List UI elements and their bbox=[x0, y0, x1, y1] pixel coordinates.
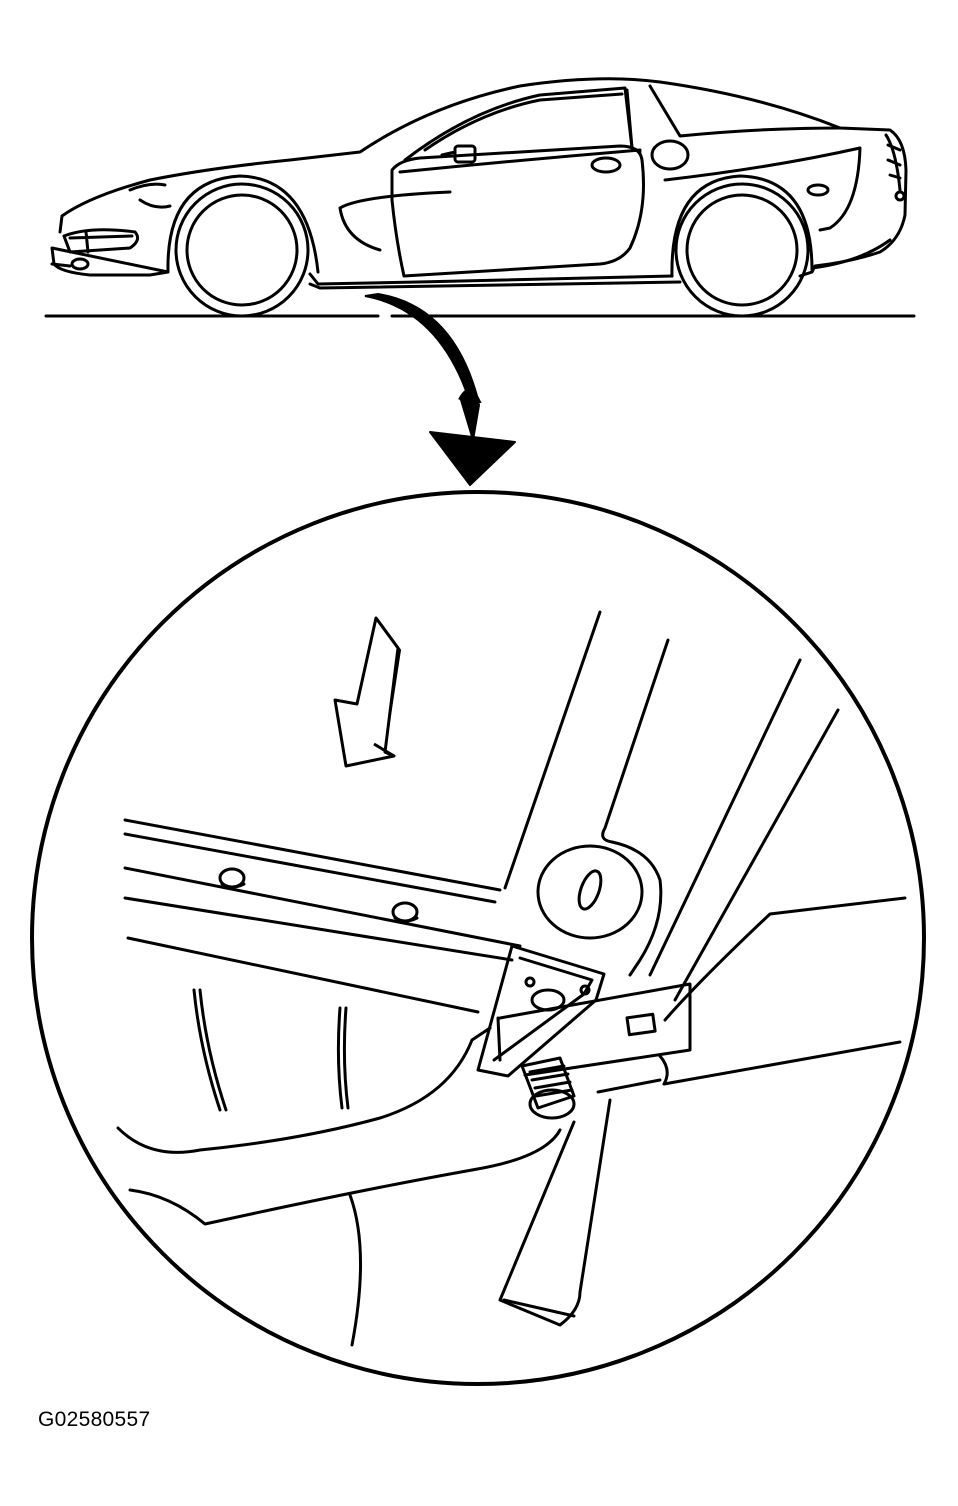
headlight bbox=[62, 228, 140, 254]
side-marker-rear bbox=[806, 183, 830, 197]
access-hole-ring bbox=[536, 844, 644, 940]
fog-light bbox=[70, 257, 90, 271]
door-outline bbox=[390, 144, 645, 278]
detail-view bbox=[30, 490, 926, 1386]
panel-slot-1 bbox=[192, 988, 228, 1112]
rear-wheel bbox=[674, 182, 810, 318]
door-handle bbox=[590, 156, 622, 174]
hole-plate bbox=[610, 840, 663, 977]
panel-curve-lower bbox=[128, 1128, 562, 1226]
mirror bbox=[453, 144, 477, 164]
fuel-door bbox=[650, 139, 690, 171]
curved-down-arrow-icon bbox=[364, 292, 516, 486]
access-hole-slot bbox=[577, 869, 603, 911]
jack-arm-latch bbox=[625, 1012, 657, 1037]
rear-wheel-arch bbox=[670, 174, 814, 278]
figure-id-label: G02580557 bbox=[38, 1408, 151, 1431]
detail-circle bbox=[30, 490, 926, 1386]
front-wheel bbox=[174, 182, 310, 318]
jack-pad-bracket bbox=[476, 944, 606, 1078]
panel-slot-2 bbox=[336, 1006, 350, 1110]
rear-wheel-rim bbox=[685, 193, 799, 307]
window-outline bbox=[403, 86, 642, 162]
front-wheel-rim bbox=[185, 193, 299, 307]
body-outline bbox=[50, 77, 908, 286]
jack-arm bbox=[498, 982, 692, 1077]
panel-curve-upper bbox=[116, 1026, 492, 1154]
side-vent bbox=[338, 190, 452, 252]
rocker-rail-top bbox=[123, 818, 502, 904]
front-wheel-arch bbox=[166, 174, 320, 274]
jack-pad-cylinder bbox=[520, 1056, 576, 1120]
vehicle-side-view bbox=[44, 77, 916, 318]
direction-arrow-icon bbox=[333, 616, 402, 768]
